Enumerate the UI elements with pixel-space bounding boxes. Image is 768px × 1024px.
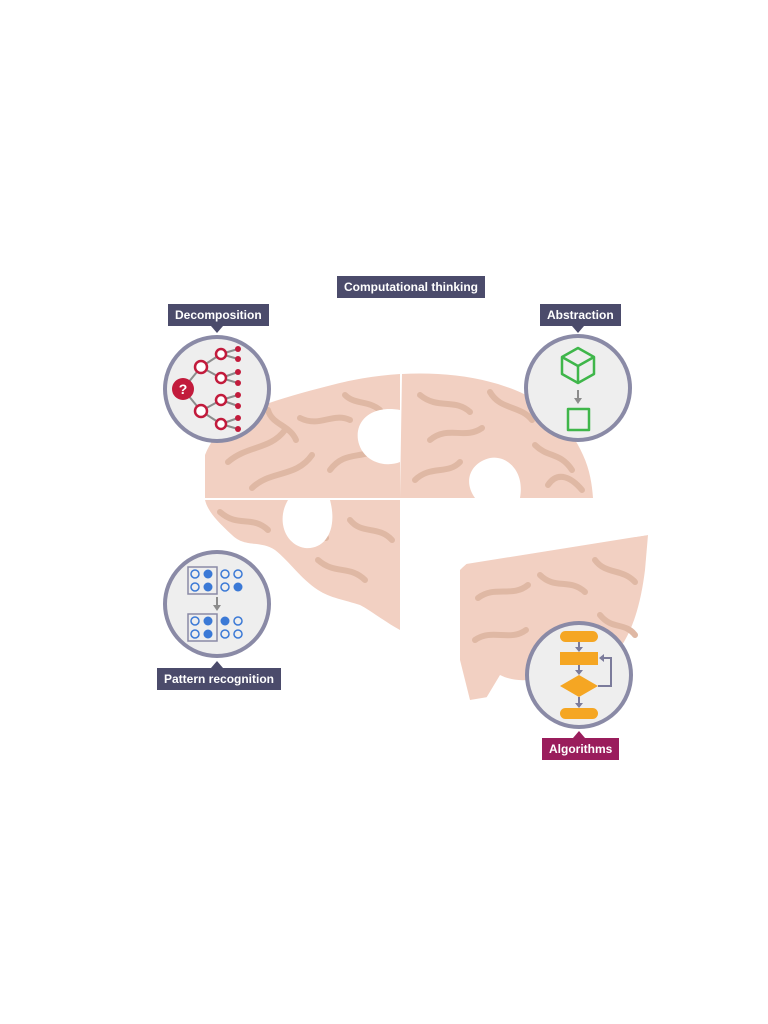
algorithms-circle: [525, 621, 633, 729]
algorithms-pointer: [573, 731, 585, 738]
abstraction-label: Abstraction: [540, 304, 621, 326]
pattern-recognition-label: Pattern recognition: [157, 668, 282, 690]
abstraction-circle: [524, 334, 632, 442]
page-title: Computational thinking: [344, 280, 478, 294]
svg-text:?: ?: [179, 381, 188, 397]
pattern-recognition-pointer: [211, 661, 223, 668]
brain-piece-top-left: [205, 374, 400, 498]
algorithms-label: Algorithms: [542, 738, 620, 760]
decomposition-label: Decomposition: [168, 304, 269, 326]
decomposition-circle: ?: [163, 335, 271, 443]
cube-to-square-icon: [560, 346, 596, 432]
brain-piece-bottom-left: [205, 500, 400, 630]
decomposition-label-text: Decomposition: [175, 308, 262, 322]
pattern-grid-icon: [187, 566, 243, 642]
pattern-recognition-circle: [163, 550, 271, 658]
flowchart-icon: [560, 631, 612, 719]
title-label: Computational thinking: [337, 276, 485, 298]
pattern-recognition-label-text: Pattern recognition: [164, 672, 275, 686]
abstraction-label-text: Abstraction: [547, 308, 614, 322]
tree-diagram-icon: ?: [172, 346, 241, 432]
decomposition-pointer: [211, 326, 223, 333]
abstraction-pointer: [572, 326, 584, 333]
algorithms-label-text: Algorithms: [549, 742, 613, 756]
